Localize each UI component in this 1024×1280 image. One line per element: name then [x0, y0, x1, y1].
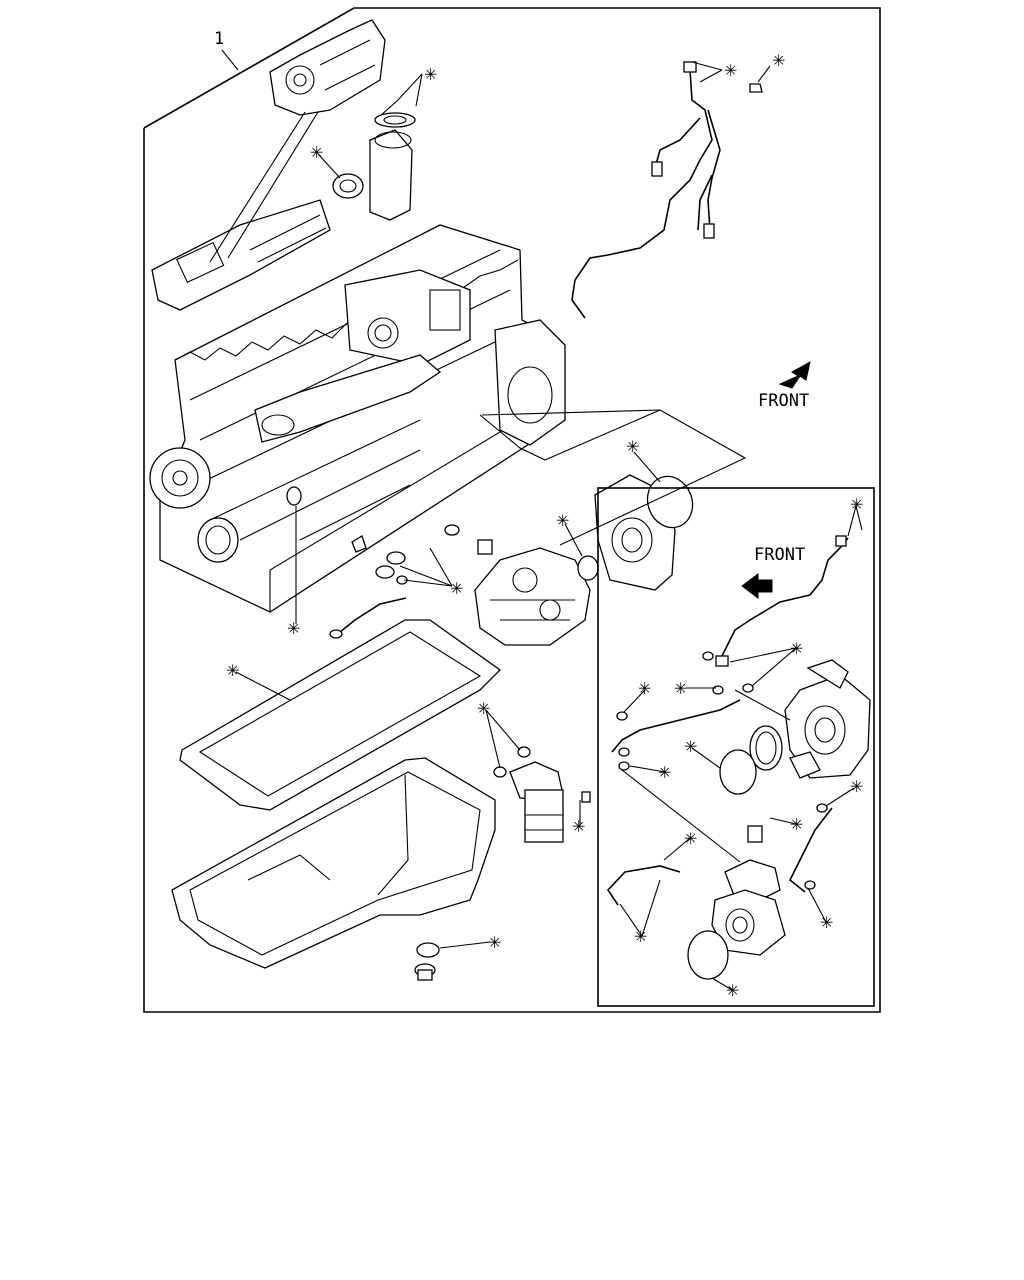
callout-8: ✳ [287, 619, 300, 638]
callout-19: ✳ [790, 815, 803, 834]
main-front-indicator: FRONT [758, 361, 811, 411]
callout-12: ✳ [488, 933, 501, 952]
inset-washer-4 [702, 651, 714, 661]
callout-15: ✳ [674, 679, 687, 698]
inset-washer-5 [712, 685, 724, 695]
drain-washer [416, 942, 440, 958]
inset-box [597, 487, 875, 1007]
callouts: ✳ ✳ ✳ ✳ ✳ ✳ ✳ ✳ ✳ ✳ ✳ ✳ ✳ ✳ ✳ ✳ ✳ ✳ ✳ ✳ … [226, 51, 863, 1000]
turbocharger [784, 659, 871, 779]
egr-valve [269, 19, 386, 116]
callout-16: ✳ [638, 679, 651, 698]
egr-pipe [369, 129, 413, 221]
callout-3: ✳ [724, 61, 737, 80]
oil-pan-gasket [179, 619, 502, 811]
washer-3 [375, 565, 395, 579]
pump-o-ring-small [577, 555, 599, 581]
oil-feed-pipe [339, 597, 407, 633]
pump-o-ring-large [646, 475, 694, 529]
wiring-harness [571, 61, 721, 319]
compressor-feed-line [606, 865, 681, 906]
callout-21: ✳ [684, 829, 697, 848]
throttle-body [344, 269, 471, 366]
fitting [351, 535, 367, 553]
filter-plug [581, 791, 591, 803]
main-front-label: FRONT [758, 391, 809, 411]
oil-seal-ring [286, 486, 302, 506]
callout-23: ✳ [820, 913, 833, 932]
egr-gasket-lower [332, 173, 364, 199]
intake-manifold [151, 199, 331, 311]
exhaust-manifold [254, 354, 442, 443]
banjo-bolt [477, 539, 493, 555]
callout-7: ✳ [450, 579, 463, 598]
drain-plug [414, 963, 436, 981]
inset-washer-7 [816, 803, 828, 813]
injection-pump [474, 547, 591, 646]
callout-10: ✳ [477, 699, 490, 718]
washer-1 [444, 524, 460, 536]
turbo-oil-return-pipe [611, 699, 741, 753]
callout-20: ✳ [850, 777, 863, 796]
callout-22: ✳ [634, 927, 647, 946]
filter-o-ring-2 [517, 746, 531, 758]
callout-13: ✳ [850, 495, 863, 514]
inset-front-indicator: FRONT [741, 545, 805, 599]
filter-o-ring-1 [493, 766, 507, 778]
egr-gasket-upper [374, 112, 416, 128]
harness-clip [749, 83, 763, 93]
kit-outline [143, 7, 881, 1013]
turbo-oil-feed-pipe [719, 537, 849, 661]
turbo-clamp-band [749, 725, 783, 771]
air-compressor [711, 825, 786, 956]
inset-washer-8 [804, 880, 816, 890]
callout-6: ✳ [556, 511, 569, 530]
callout-14: ✳ [790, 639, 803, 658]
reference-leader [221, 49, 239, 71]
callout-18: ✳ [658, 763, 671, 782]
inset-front-label: FRONT [754, 545, 805, 565]
callout-11: ✳ [572, 817, 585, 836]
inset-washer-1 [616, 711, 628, 721]
reference-number-1: 1 [214, 29, 224, 49]
washer-2 [386, 551, 406, 565]
callout-9: ✳ [226, 661, 239, 680]
compressor-return-line [788, 807, 833, 893]
oil-pan [171, 757, 496, 969]
callout-17: ✳ [684, 737, 697, 756]
inset-front-arrow-icon [741, 573, 773, 599]
callout-4: ✳ [772, 51, 785, 70]
callout-5: ✳ [626, 437, 639, 456]
turbo-gasket-ring [719, 749, 757, 795]
callout-24: ✳ [726, 981, 739, 1000]
front-direction-arrow-icon [778, 361, 811, 389]
compressor-o-ring [687, 930, 729, 980]
callout-2: ✳ [310, 143, 323, 162]
callout-1: ✳ [424, 65, 437, 84]
inset-washer-2 [618, 747, 630, 757]
oil-filter [509, 761, 564, 843]
inset-washer-6 [742, 683, 754, 693]
inset-washer-3 [618, 761, 630, 771]
